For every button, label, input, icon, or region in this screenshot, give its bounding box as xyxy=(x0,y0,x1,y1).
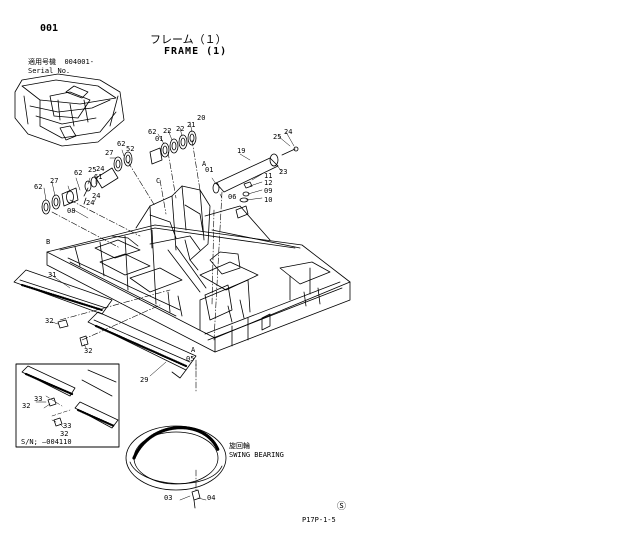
part-number: 01 xyxy=(155,135,164,143)
serial-label-ja: 適用号機 xyxy=(28,58,56,66)
machine-thumbnail xyxy=(14,73,125,147)
part-number: 27 xyxy=(50,177,59,185)
part-number: 06 xyxy=(228,193,237,201)
inset-box xyxy=(15,363,120,448)
part-number: 22 xyxy=(176,125,185,133)
part-number: 24 xyxy=(284,128,293,136)
status-mark: Ⓢ xyxy=(337,502,347,512)
under-covers xyxy=(13,269,197,379)
part-number: 23 xyxy=(279,168,288,176)
part-number: 62 xyxy=(148,128,157,136)
part-number: 08 xyxy=(67,207,76,215)
ref-letter: C xyxy=(156,177,161,185)
part-number: 03 xyxy=(164,494,173,502)
part-number: 21 xyxy=(187,121,196,129)
part-number: 24 xyxy=(86,199,95,207)
title-japanese: フレーム（１） xyxy=(150,33,227,46)
part-number: 61 xyxy=(94,173,103,181)
part-number: 33 xyxy=(34,395,43,403)
part-number: 32 xyxy=(22,402,31,410)
legend: 旋回輪 SWING BEARING xyxy=(229,442,284,460)
inset-serial-range: S/N; ―004110 xyxy=(21,438,72,446)
alignment-lines xyxy=(51,139,223,493)
part-number: 09 xyxy=(264,187,273,195)
part-number: 32 xyxy=(84,347,93,355)
serial-block: 適用号機 004001- Serial No. xyxy=(28,58,94,76)
part-number: 22 xyxy=(163,127,172,135)
part-number: 62 xyxy=(117,140,126,148)
inset-detail xyxy=(21,365,119,429)
part-number: 27 xyxy=(105,149,114,157)
part-number: 52 xyxy=(126,145,135,153)
part-number: 25 xyxy=(88,166,97,174)
part-number: 25 xyxy=(273,133,282,141)
leader-lines xyxy=(35,121,295,501)
part-number: 62 xyxy=(34,183,43,191)
part-number: 12 xyxy=(264,179,273,187)
part-number: 62 xyxy=(74,169,83,177)
legend-japanese: 旋回輪 xyxy=(229,442,250,450)
part-number: 24 xyxy=(92,192,101,200)
cover-bolts xyxy=(57,319,201,509)
serial-label-en: Serial No. xyxy=(28,67,71,75)
part-number: 04 xyxy=(207,494,216,502)
ref-letter: A xyxy=(191,346,196,354)
pin-assemblies xyxy=(41,130,299,219)
part-number: 31 xyxy=(48,271,57,279)
part-number: 19 xyxy=(237,147,246,155)
page-code: 001 xyxy=(40,23,59,34)
page-footer-code: P17P-1-5 xyxy=(302,516,336,524)
swing-bearing-ring xyxy=(125,425,227,491)
part-number: 24 xyxy=(96,165,105,173)
part-number: 29 xyxy=(140,376,149,384)
part-number: 05 xyxy=(186,355,195,363)
part-number: 33 xyxy=(63,422,72,430)
legend-english: SWING BEARING xyxy=(229,451,284,459)
serial-value: 004001- xyxy=(64,58,94,66)
main-frame xyxy=(46,224,351,353)
part-number: 32 xyxy=(45,317,54,325)
part-number: 10 xyxy=(264,196,273,204)
ref-letter: A xyxy=(202,160,207,168)
part-number: 32 xyxy=(60,430,69,438)
part-number: 11 xyxy=(264,172,273,180)
part-number: 20 xyxy=(197,114,206,122)
part-number: 01 xyxy=(205,166,214,174)
title-english: FRAME (1) xyxy=(164,46,228,57)
ref-letter: B xyxy=(46,238,51,246)
